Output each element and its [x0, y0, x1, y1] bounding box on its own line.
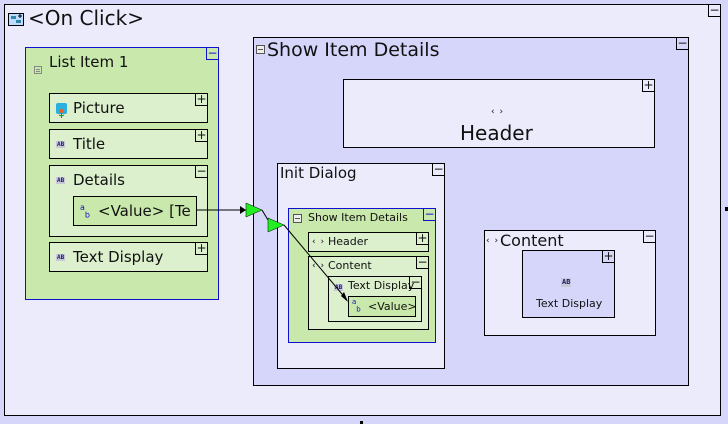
- details-node[interactable]: AB Details − ab <Value> [Te: [49, 165, 208, 237]
- text-display-widget[interactable]: AB Text Display +: [522, 250, 615, 318]
- init-text-display-label: Text Display: [348, 279, 415, 292]
- expand-button[interactable]: +: [195, 241, 208, 255]
- content-chevron-icon: ‹ ›: [486, 236, 500, 246]
- init-dialog-title: Init Dialog: [280, 164, 357, 182]
- expand-button[interactable]: +: [642, 78, 655, 92]
- text-icon: AB: [334, 284, 344, 291]
- header-label: Header: [460, 121, 533, 145]
- header-panel[interactable]: ‹ › Header +: [343, 79, 655, 148]
- collapse-button[interactable]: −: [195, 164, 208, 178]
- picture-icon: [56, 103, 67, 118]
- details-value: <Value> [Te: [98, 202, 191, 220]
- content-label: Content: [500, 231, 564, 250]
- details-label: Details: [73, 171, 126, 189]
- text-icon: AB: [56, 177, 66, 184]
- text-display-label: Text Display: [536, 297, 603, 310]
- text-display-label: Text Display: [73, 248, 164, 266]
- dialog-icon: [256, 45, 265, 54]
- wire-port1-to-port2: [261, 209, 269, 221]
- init-header-node[interactable]: ‹ › Header +: [308, 232, 429, 252]
- wire-arrowhead: [341, 292, 348, 302]
- expand-button[interactable]: +: [195, 92, 208, 106]
- init-content-label: Content: [328, 259, 372, 272]
- collapse-button[interactable]: −: [432, 162, 445, 176]
- picture-label: Picture: [73, 99, 125, 117]
- text-icon: AB: [561, 278, 572, 287]
- list-icon: [34, 65, 42, 74]
- collapse-button[interactable]: −: [708, 3, 721, 17]
- string-icon: ab: [80, 203, 90, 220]
- expand-button[interactable]: +: [195, 128, 208, 142]
- text-icon: AB: [56, 141, 66, 148]
- title-node[interactable]: AB Title +: [49, 129, 208, 159]
- picture-node[interactable]: Picture +: [49, 93, 208, 123]
- wire-arrowhead: [240, 206, 246, 214]
- content-panel[interactable]: ‹ › Content − AB Text Display +: [484, 230, 656, 336]
- expand-button[interactable]: +: [602, 249, 615, 263]
- title-label: Title: [73, 135, 106, 153]
- collapse-button[interactable]: −: [206, 46, 219, 60]
- init-value-field[interactable]: ab <Value>: [348, 296, 417, 317]
- connector-port-2: [267, 217, 285, 233]
- init-show-item-details-title: Show Item Details: [308, 211, 408, 224]
- collapse-button[interactable]: −: [676, 36, 689, 50]
- connector-port-1: [245, 202, 263, 218]
- resize-handle: [360, 421, 363, 424]
- collapse-button[interactable]: −: [643, 229, 656, 243]
- init-header-label: Header: [328, 235, 369, 248]
- collapse-button[interactable]: −: [423, 207, 436, 221]
- text-display-node[interactable]: AB Text Display +: [49, 242, 208, 272]
- expand-button[interactable]: +: [416, 231, 429, 245]
- header-chevron-icon: ‹ ›: [312, 237, 326, 247]
- on-click-title: <On Click>: [28, 6, 144, 30]
- wire-to-value: [283, 224, 348, 301]
- details-value-field[interactable]: ab <Value> [Te: [73, 196, 197, 226]
- resize-handle: [725, 207, 728, 211]
- show-item-details-title: Show Item Details: [267, 39, 440, 61]
- list-item-title: List Item 1: [49, 53, 129, 71]
- collapse-button[interactable]: −: [416, 255, 429, 269]
- string-icon: ab: [352, 298, 361, 314]
- header-chevron-icon: ‹ ›: [491, 107, 505, 117]
- init-value: <Value>: [368, 300, 417, 313]
- collapse-button[interactable]: −: [409, 275, 422, 289]
- dialog-icon: [293, 214, 302, 223]
- text-icon: AB: [56, 254, 66, 261]
- event-icon: [8, 11, 24, 26]
